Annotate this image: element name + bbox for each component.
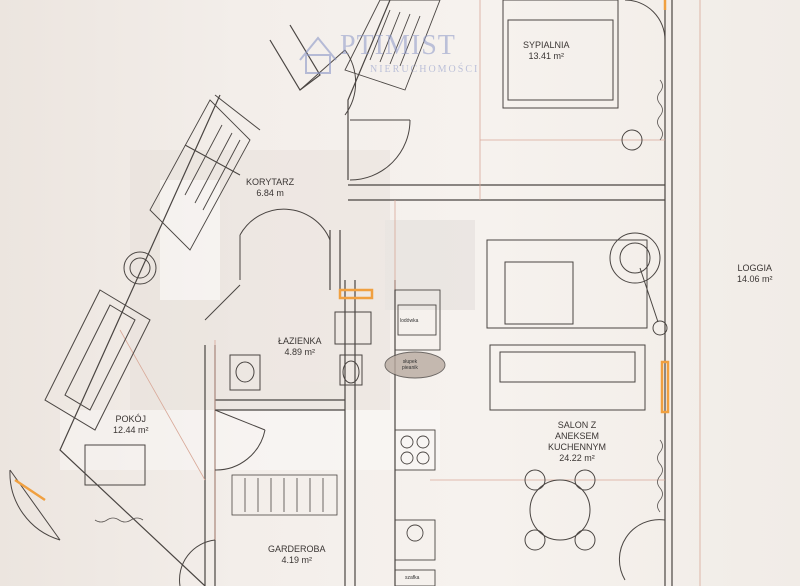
wardrobe-corridor [149,99,251,251]
pokoj-round-table [123,251,157,285]
watermark: PTIMIST NIERUCHOMOŚCI [300,26,510,86]
room-garderoba: GARDEROBA 4.19 m² [268,544,326,566]
label-szafka: szafka [405,575,420,581]
room-name: SYPIALNIA [523,40,570,50]
label-lodowka: lodówka [400,318,419,324]
salon-furniture [486,129,668,551]
room-name: ŁAZIENKA [278,336,322,346]
watermark-subtext: NIERUCHOMOŚCI [370,64,480,75]
room-name-line: ANEKSEM [555,431,600,441]
label-slupek: słupek pieanik [402,359,418,371]
room-loggia: LOGGIA 14.06 m² [737,263,773,285]
garderoba-racks [231,474,338,516]
room-area: 6.84 m [256,188,284,198]
room-pokoj: POKÓJ 12.44 m² [113,414,149,436]
room-name-line: KUCHENNYM [548,442,607,452]
bathroom-fixtures [229,311,372,391]
label-line: pieanik [402,365,418,371]
room-area: 12.44 m² [113,425,149,435]
room-name: GARDEROBA [268,544,326,554]
wardrobe-top [344,0,441,91]
pokoj-sofa [44,289,151,431]
outer-walls [59,0,673,586]
pokoj-desk [84,444,146,486]
room-name: KORYTARZ [246,177,295,187]
curtains [94,79,663,523]
kitchen-column [384,289,446,586]
room-area: 24.22 m² [559,453,595,463]
room-lazienka: ŁAZIENKA 4.89 m² [278,336,322,358]
room-area: 4.89 m² [284,347,316,357]
room-name-line: SALON Z [557,420,597,430]
room-area: 14.06 m² [737,274,773,284]
label-line: słupek [402,359,418,365]
bed [502,0,619,109]
room-name: POKÓJ [115,414,147,424]
watermark-text: PTIMIST [340,30,456,61]
watermark-house-icon [299,36,337,74]
room-name: LOGGIA [737,263,773,273]
room-area: 13.41 m² [528,51,565,61]
room-korytarz: KORYTARZ 6.84 m [246,177,294,199]
room-area: 4.19 m² [281,555,313,565]
room-salon: SALON Z ANEKSEM KUCHENNYM 24.22 m² [548,420,606,464]
orange-accents [14,0,670,502]
doors [9,0,666,586]
room-sypialnia: SYPIALNIA 13.41 m² [523,40,570,62]
